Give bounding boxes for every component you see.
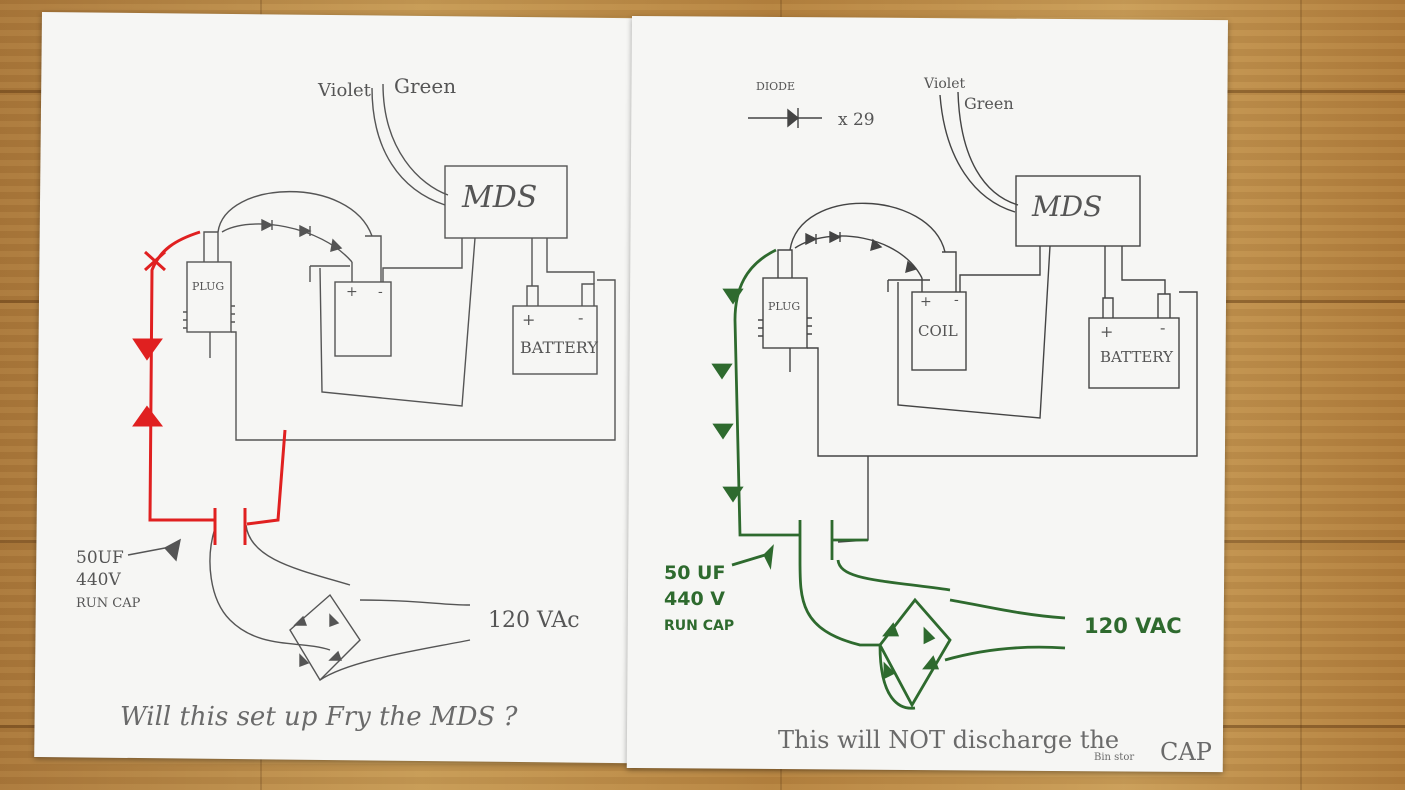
right-coil-label: COIL [918, 322, 958, 340]
left-mds-label: MDS [462, 180, 538, 215]
left-green-label: Green [394, 74, 457, 98]
right-violet-label: Violet [924, 76, 966, 92]
right-note: This will NOT discharge the [778, 726, 1120, 754]
right-coil-plus: + [920, 294, 932, 310]
left-violet-label: Violet [318, 80, 371, 101]
left-mds-box [444, 165, 568, 239]
right-vac-label: 120 VAC [1084, 614, 1182, 638]
right-circuit [748, 91, 1198, 543]
left-battery-label: BATTERY [520, 338, 598, 357]
red-diode [132, 405, 164, 427]
right-note-small: Bin stor [1094, 752, 1135, 763]
left-cap-line1: 50UF [76, 548, 124, 568]
left-cap-line3: RUN CAP [76, 596, 141, 611]
diode-count-label: x 29 [838, 110, 875, 130]
left-cap-line2: 440V [76, 570, 121, 590]
left-cap-arrow [127, 538, 181, 562]
right-bridge-rectifier [878, 597, 952, 708]
left-plug-box [186, 261, 232, 333]
right-cap-line3: RUN CAP [664, 618, 735, 634]
diode-legend-symbol [787, 108, 800, 128]
right-coil-minus: - [954, 292, 959, 308]
left-violet-wire [371, 87, 446, 206]
right-arc-wire [789, 202, 946, 253]
left-plug-label: PLUG [192, 280, 225, 293]
right-cap-arrow [731, 544, 774, 570]
right-violet-wire [939, 94, 1016, 213]
right-plug-box [762, 277, 808, 349]
left-circuit [183, 83, 616, 682]
left-coil-minus: - [378, 284, 383, 300]
right-note-cap: CAP [1160, 738, 1212, 766]
red-diode [132, 338, 163, 361]
left-red-path [132, 230, 287, 545]
left-bridge-rectifier [289, 593, 361, 682]
right-mds-box [1015, 175, 1141, 247]
left-battery-plus: + [522, 310, 536, 329]
diode-legend-label: DIODE [756, 80, 796, 93]
right-plug-label: PLUG [768, 300, 801, 313]
left-coil-box [334, 281, 392, 357]
right-green-path [711, 248, 1066, 710]
left-coil-plus: + [346, 284, 358, 300]
right-battery-label: BATTERY [1100, 348, 1174, 366]
right-battery-box [1088, 317, 1180, 389]
right-mds-label: MDS [1032, 190, 1103, 223]
green-diode [711, 288, 744, 503]
right-green-wire [957, 91, 1019, 206]
right-cap-line1: 50 UF [664, 562, 726, 584]
left-battery-box [512, 305, 598, 375]
left-green-wire [382, 83, 449, 196]
right-green-label: Green [964, 94, 1014, 113]
left-arc-wire [217, 190, 373, 237]
right-battery-plus: + [1100, 322, 1114, 341]
right-battery-minus: - [1160, 318, 1166, 337]
right-cap-line2: 440 V [664, 588, 725, 610]
left-battery-minus: - [578, 308, 584, 327]
left-vac-label: 120 VAc [488, 608, 580, 633]
left-question: Will this set up Fry the MDS ? [120, 702, 518, 732]
right-coil-box [911, 291, 967, 371]
